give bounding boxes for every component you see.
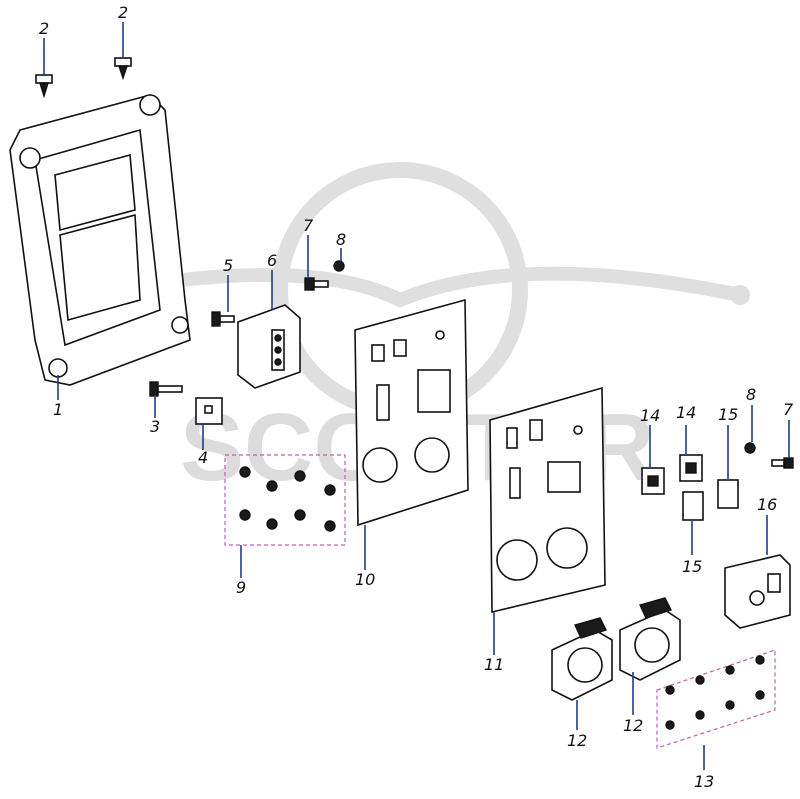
callout-7-right: 7 xyxy=(783,400,794,419)
part-11-control-panel xyxy=(489,386,606,614)
part-1-front-frame xyxy=(9,94,191,386)
part-2-screw-right xyxy=(114,57,132,81)
part-2-screw-left xyxy=(35,74,53,99)
callout-15-upper: 15 xyxy=(718,405,738,424)
part-6-socket-block xyxy=(237,304,301,389)
part-13-fastener-set xyxy=(656,649,776,749)
part-15-cover-a xyxy=(682,491,704,521)
callout-12-right: 12 xyxy=(623,716,643,735)
part-4-switch xyxy=(195,397,223,425)
part-12-socket-right xyxy=(619,597,681,681)
part-7-screw-right xyxy=(771,457,794,469)
callout-14-left: 14 xyxy=(640,406,660,425)
callout-8-upper: 8 xyxy=(336,230,346,249)
callout-labels: 2 2 1 5 6 7 8 3 4 9 10 11 14 14 15 15 8 … xyxy=(39,3,794,791)
part-8-nut-right xyxy=(744,442,756,454)
callout-2-left: 2 xyxy=(39,19,49,38)
callout-2-right: 2 xyxy=(118,3,128,22)
callout-12-left: 12 xyxy=(567,731,587,750)
part-7-screw-upper xyxy=(304,277,329,291)
callout-8-right: 8 xyxy=(746,385,756,404)
callout-6: 6 xyxy=(267,251,277,270)
callout-1: 1 xyxy=(53,400,63,419)
part-14-switch-b xyxy=(679,454,703,482)
callout-9: 9 xyxy=(236,578,246,597)
callout-14-right: 14 xyxy=(676,403,696,422)
callout-16: 16 xyxy=(757,495,777,514)
leader-lines xyxy=(43,22,790,770)
part-3-bolt xyxy=(149,381,183,397)
part-16-switch-box xyxy=(724,554,791,629)
part-12-socket-left xyxy=(551,617,613,701)
callout-13: 13 xyxy=(694,772,714,791)
callout-3: 3 xyxy=(150,417,160,436)
part-14-switch-a xyxy=(641,467,665,495)
callout-15-lower: 15 xyxy=(682,557,702,576)
callout-5: 5 xyxy=(223,256,233,275)
part-9-fastener-set xyxy=(224,454,346,546)
part-10-panel-plate xyxy=(354,298,469,527)
part-5-bolt xyxy=(211,311,235,327)
callout-11: 11 xyxy=(484,655,504,674)
callout-10: 10 xyxy=(355,570,375,589)
callout-4: 4 xyxy=(198,448,208,467)
callout-7-upper: 7 xyxy=(303,216,314,235)
part-15-cover-b xyxy=(717,479,739,509)
part-8-nut-upper xyxy=(333,260,345,272)
